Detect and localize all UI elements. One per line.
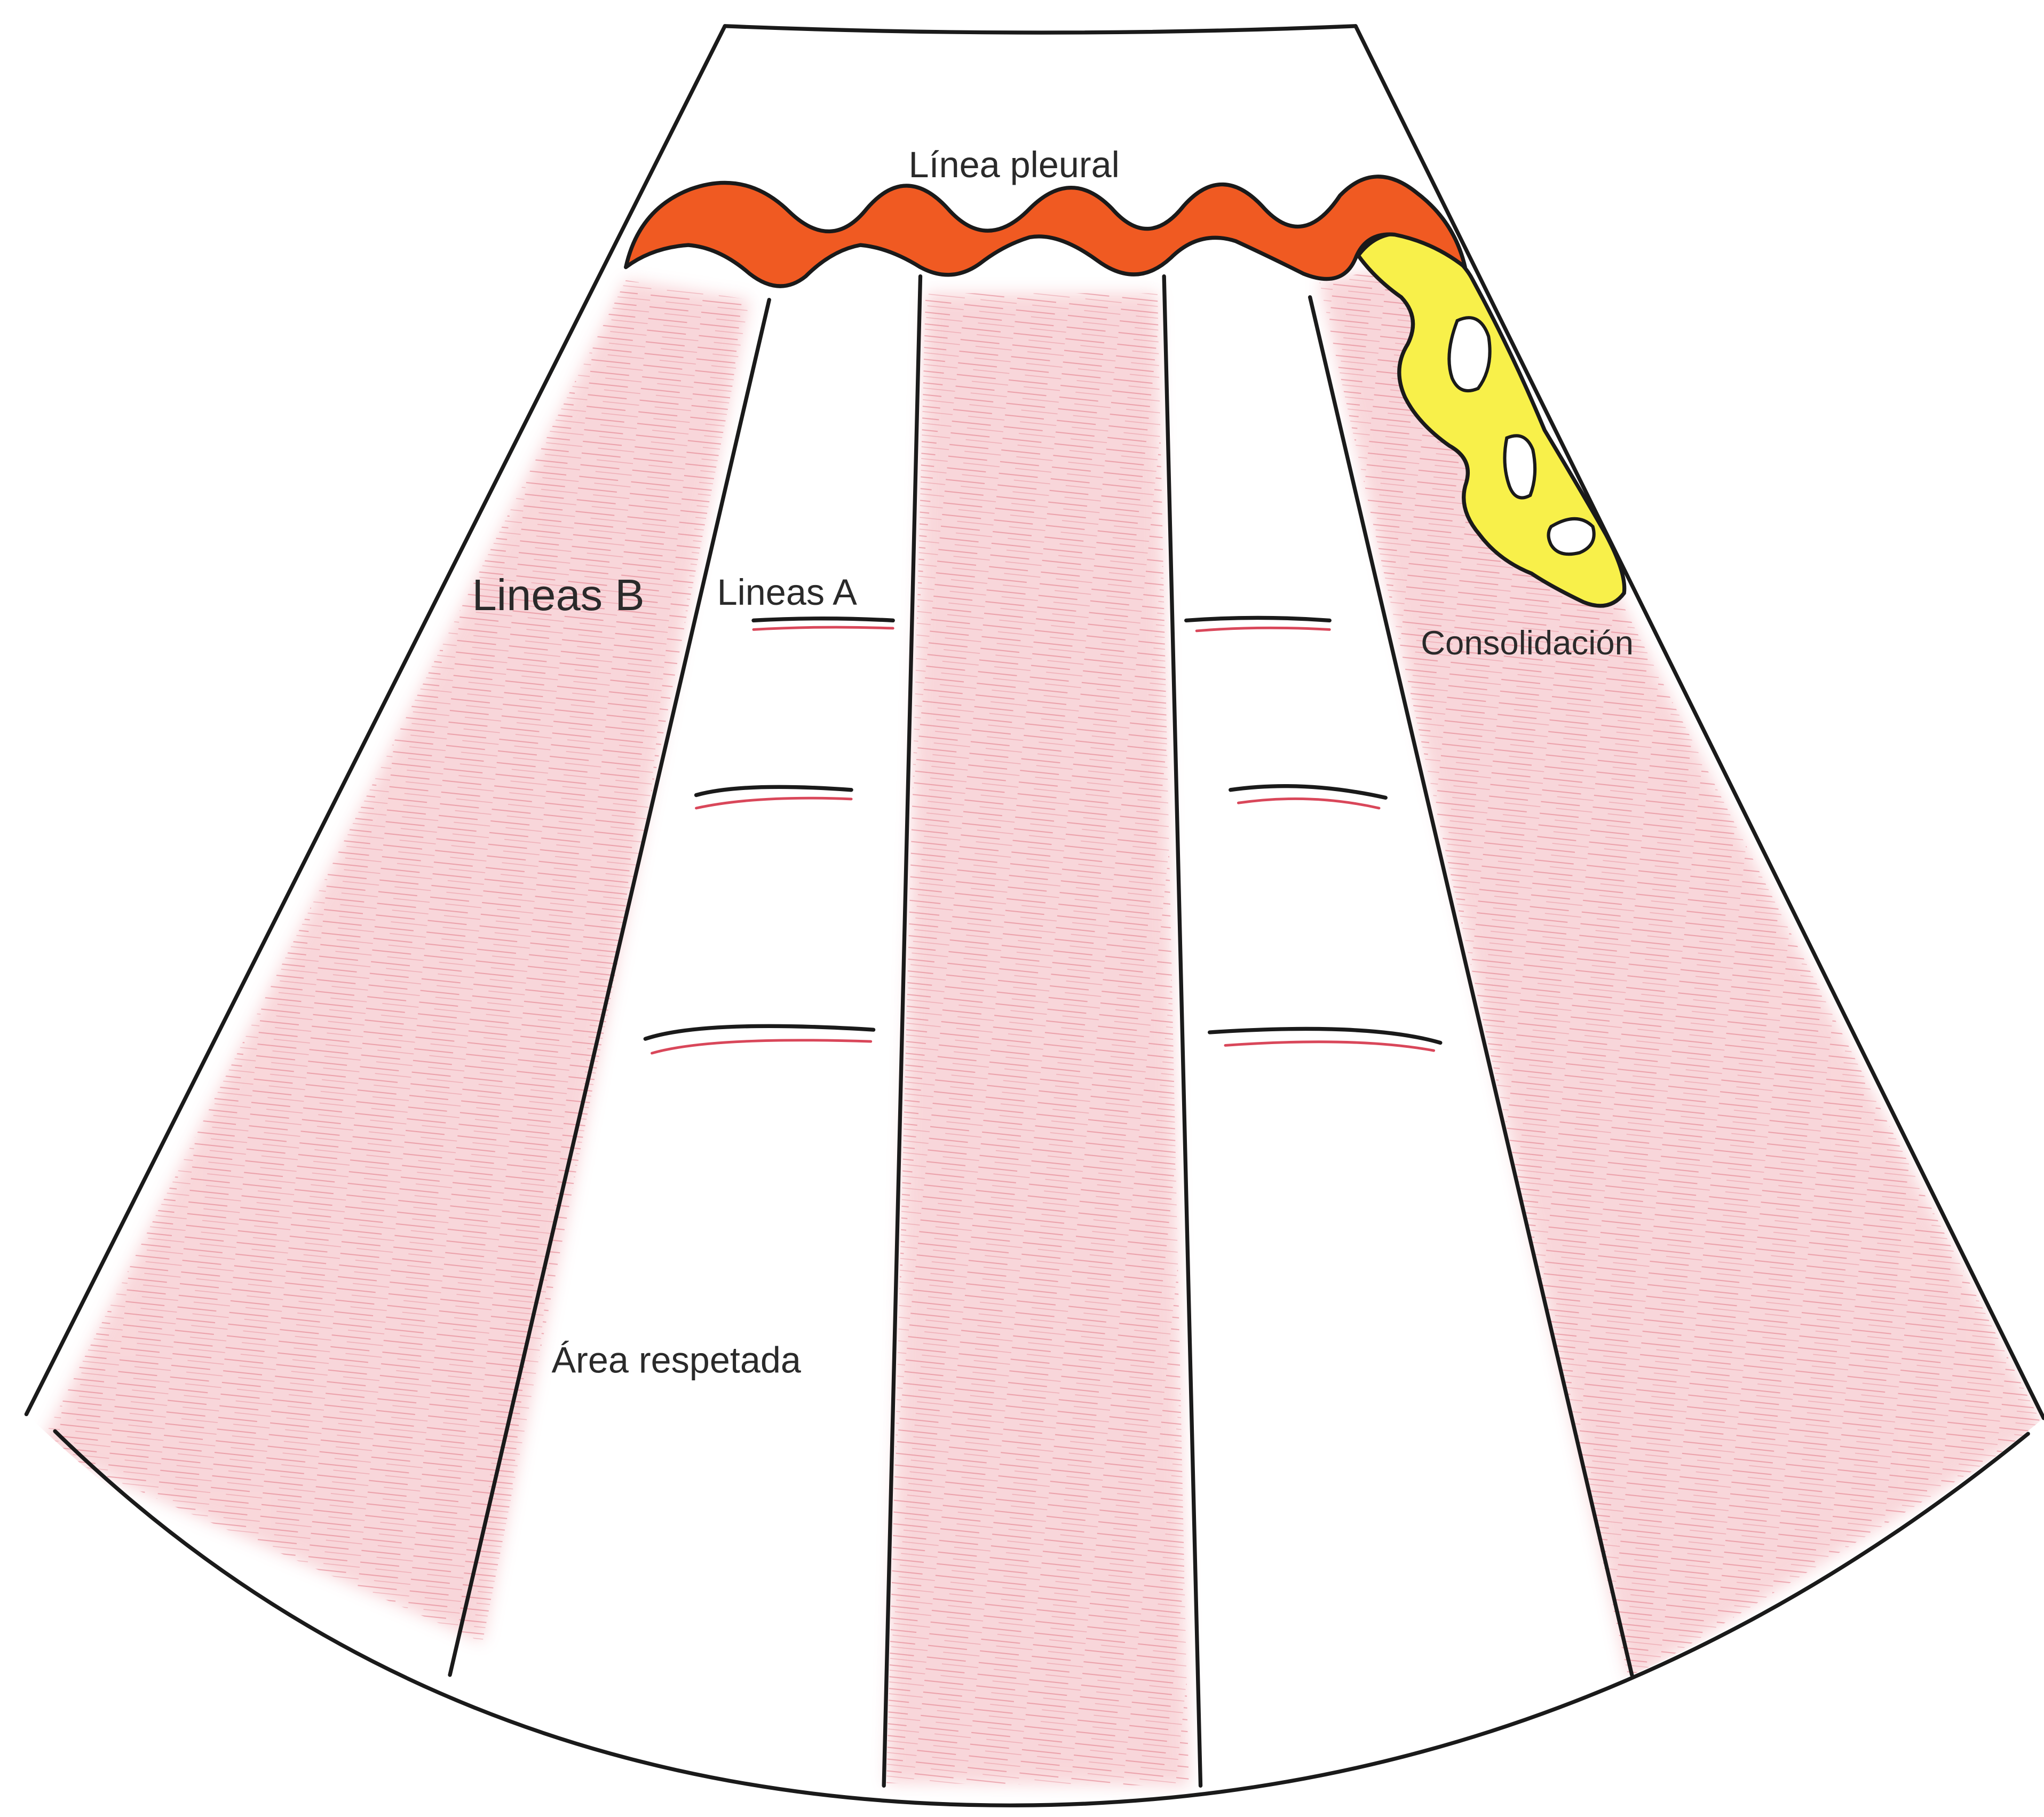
a-line (754, 619, 893, 630)
b-line-left (39, 280, 750, 1642)
a-line (1231, 786, 1386, 808)
consolidation-label: Consolidación (1421, 625, 1634, 662)
a-lines-label: Lineas A (717, 572, 858, 613)
b-line-right (1319, 260, 2044, 1681)
a-line (696, 787, 852, 808)
b-lines-group (39, 260, 2044, 1786)
a-line (1186, 618, 1330, 630)
b-line-center (886, 293, 1189, 1786)
a-line (645, 1026, 873, 1053)
fan-top-edge (725, 26, 1356, 33)
b-lines-label: Lineas B (472, 570, 645, 620)
pleural-line (626, 177, 1465, 286)
pleural-line-label: Línea pleural (909, 145, 1120, 185)
a-line (1210, 1029, 1440, 1050)
spared-area-label: Área respetada (551, 1340, 801, 1380)
